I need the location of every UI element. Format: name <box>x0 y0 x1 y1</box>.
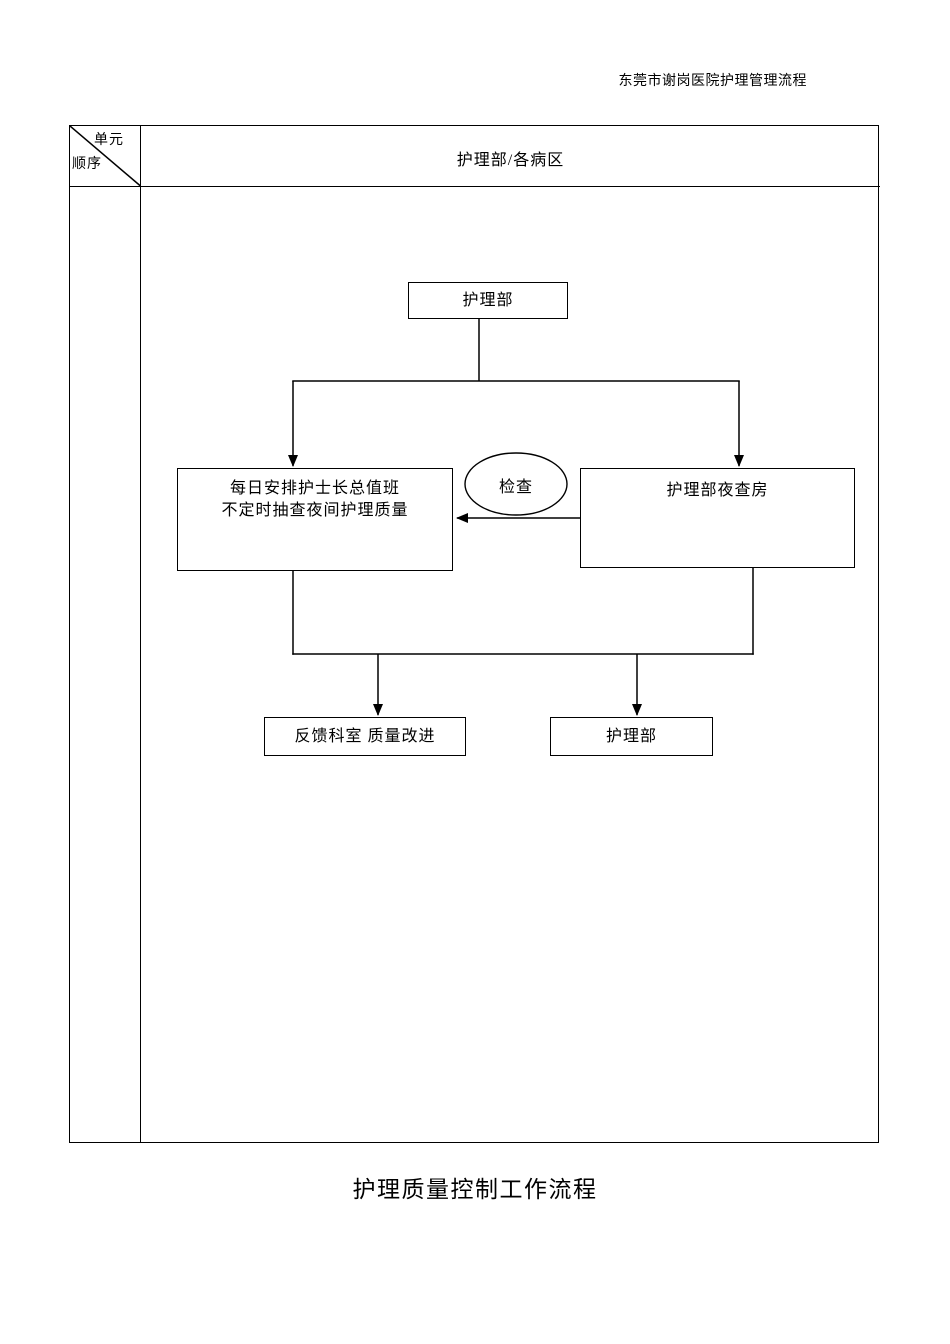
node-label: 反馈科室 质量改进 <box>294 727 436 745</box>
flowchart-node-night-rounds: 护理部夜查房 <box>580 468 855 568</box>
flowchart-node-check-label: 检查 <box>498 479 533 496</box>
table-header-divider <box>69 186 880 187</box>
corner-cell-unit-label: 单元 <box>94 133 124 148</box>
table-outer-border <box>69 125 879 1143</box>
flowchart-node-nursing-dept-bottom: 护理部 <box>550 717 713 756</box>
node-label-line2: 不定时抽查夜间护理质量 <box>221 502 409 519</box>
corner-cell-order-label: 顺序 <box>72 157 102 172</box>
page-caption-title: 护理质量控制工作流程 <box>352 1177 598 1202</box>
flowchart-node-feedback-improve: 反馈科室 质量改进 <box>264 717 466 756</box>
page-header-note: 东莞市谢岗医院护理管理流程 <box>618 74 807 89</box>
node-label: 护理部夜查房 <box>666 482 769 499</box>
node-label: 护理部 <box>462 291 514 309</box>
table-column-divider <box>140 125 141 1143</box>
flowchart-node-night-duty-check: 每日安排护士长总值班 不定时抽查夜间护理质量 <box>177 468 453 571</box>
flowchart-node-nursing-dept-top: 护理部 <box>408 282 568 319</box>
table-column-header: 护理部/各病区 <box>456 152 565 169</box>
node-label-line1: 每日安排护士长总值班 <box>229 480 400 497</box>
node-label: 护理部 <box>605 727 657 745</box>
